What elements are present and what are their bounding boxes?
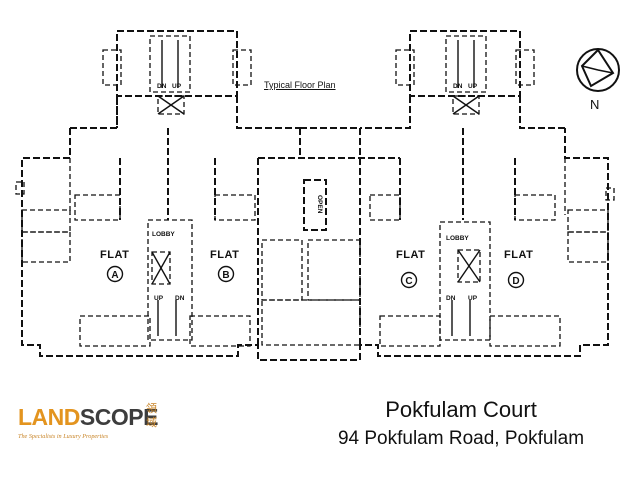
property-address: 94 Pokfulam Road, Pokfulam xyxy=(337,428,585,449)
logo-wordmark: LANDSCOPE xyxy=(18,404,158,431)
logo-tagline: The Specialists in Luxury Properties xyxy=(18,433,109,440)
open-label: OPEN xyxy=(316,195,323,214)
main-outline xyxy=(21,96,609,361)
lobby-left-label: LOBBY xyxy=(152,231,175,238)
up-right-label: UP xyxy=(468,295,478,302)
flat-b-circle xyxy=(217,265,235,283)
interior-partitions xyxy=(15,128,615,347)
dn-left-label: DN xyxy=(175,295,185,302)
up-top-left-label: UP xyxy=(172,83,182,90)
flat-a-circle xyxy=(106,265,124,283)
flat-d-letter: D xyxy=(512,276,519,287)
flat-d-word: FLAT xyxy=(504,249,533,261)
flat-c-letter: C xyxy=(405,276,412,287)
flat-a-word: FLAT xyxy=(100,249,129,261)
landscope-logo: LANDSCOPE 領域 The Specialists in Luxury P… xyxy=(18,400,168,460)
flat-d-circle xyxy=(507,271,525,289)
up-top-right-label: UP xyxy=(468,83,478,90)
flat-c-circle xyxy=(400,271,418,289)
plan-labels: LOBBY LOBBY UP DN DN UP DN UP DN UP OPEN… xyxy=(100,83,533,302)
compass-north-label: N xyxy=(590,97,599,112)
flat-b-word: FLAT xyxy=(210,249,239,261)
dn-top-right-label: DN xyxy=(453,83,463,90)
logo-cjk-text: 領域 xyxy=(146,402,157,429)
dn-right-label: DN xyxy=(446,295,456,302)
flat-a-letter: A xyxy=(111,270,118,281)
right-upper-core xyxy=(395,30,535,128)
property-name: Pokfulam Court xyxy=(385,397,537,422)
flat-b-letter: B xyxy=(222,270,229,281)
up-left-label: UP xyxy=(154,295,164,302)
dn-top-left-label: DN xyxy=(157,83,167,90)
flat-c-word: FLAT xyxy=(396,249,425,261)
compass-icon: N xyxy=(576,48,620,112)
logo-part-a: LAND xyxy=(18,404,80,430)
left-upper-core xyxy=(102,30,252,128)
plan-caption: Typical Floor Plan xyxy=(264,80,336,90)
lobby-right-label: LOBBY xyxy=(446,235,469,242)
logo-part-b: SCOPE xyxy=(79,404,159,430)
